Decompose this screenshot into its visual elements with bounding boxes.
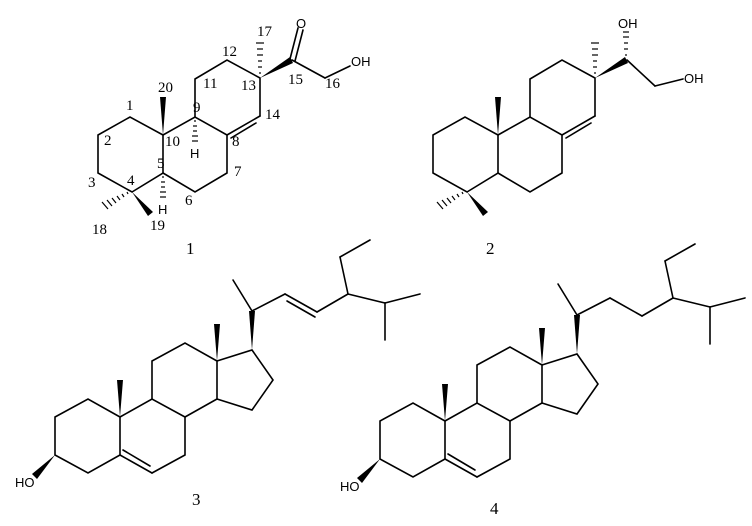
num-16: 16 [325,76,341,92]
num-17: 17 [257,24,273,40]
num-7: 7 [234,164,242,180]
compound-4: HO 4 [340,243,746,518]
atom-ho-4: HO [340,479,360,494]
num-6: 6 [185,193,193,209]
num-14: 14 [265,107,281,123]
hash-methyl-c13-2 [591,42,599,74]
num-9: 9 [193,100,201,116]
num-12: 12 [222,44,237,60]
num-15: 15 [288,72,303,88]
atom-oh-2: OH [684,71,704,86]
num-3: 3 [88,175,96,191]
compound-label-2: 2 [486,239,495,258]
num-8: 8 [232,134,240,150]
atom-ho-3: HO [15,475,35,490]
num-4: 4 [127,173,135,189]
num-5: 5 [157,156,165,172]
atom-h9: H [190,146,199,161]
hash-oh-c15-2 [623,31,629,56]
carbon-numbers-1: 1 2 3 4 5 6 7 8 9 10 11 12 13 14 15 16 1… [88,24,341,238]
atom-o-ketone: O [296,16,306,31]
num-2: 2 [104,133,112,149]
atom-h5: H [158,202,167,217]
num-13: 13 [241,78,256,94]
compound-2: OH OH 2 [432,16,704,258]
hash-h9 [192,120,198,142]
compound-label-1: 1 [186,239,195,258]
num-11: 11 [203,76,217,92]
compound-label-4: 4 [490,499,499,518]
hash-c18 [101,191,129,210]
atom-oh-1: OH [618,16,638,31]
num-20: 20 [158,80,173,96]
compound-3: HO 3 [15,239,421,509]
num-18: 18 [92,222,107,238]
num-10: 10 [165,134,180,150]
num-19: 19 [150,218,165,234]
hash-methyl-c4-2 [436,191,464,210]
hash-h5 [160,176,166,198]
compound-label-3: 3 [192,490,201,509]
atom-oh: OH [351,54,371,69]
compound-1: H H [88,16,371,258]
num-1: 1 [126,98,134,114]
hash-c17 [256,42,264,74]
